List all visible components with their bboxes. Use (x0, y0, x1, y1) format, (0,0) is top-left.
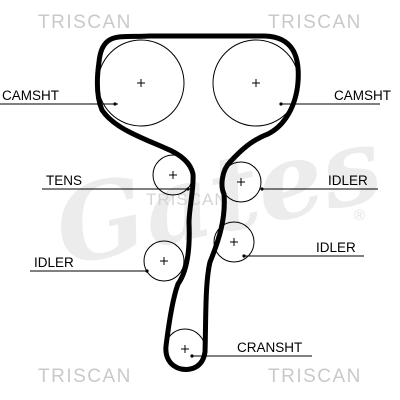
label-idler-right-lower: IDLER (316, 240, 356, 255)
watermark-top-left: TRISCAN (38, 12, 132, 33)
label-camshaft-right: CAMSHT (334, 88, 391, 103)
label-idler-right-upper: IDLER (328, 173, 368, 188)
watermark-bottom-left: TRISCAN (38, 366, 132, 387)
idler-pulley-left (143, 240, 185, 282)
watermark-center: TRISCAN (146, 190, 228, 209)
label-camshaft-left: CAMSHT (2, 88, 59, 103)
logo-registered-mark: ® (354, 207, 365, 224)
leader-lines (0, 102, 380, 358)
watermark-top-right: TRISCAN (268, 12, 362, 33)
idler-pulley-right-lower (213, 221, 255, 263)
label-tensioner: TENS (46, 173, 82, 188)
camshaft-pulley-left (97, 39, 185, 127)
label-crankshaft: CRANSHT (237, 340, 302, 355)
timing-belt (94, 33, 301, 372)
watermark-bottom-right: TRISCAN (268, 366, 362, 387)
label-idler-left: IDLER (34, 255, 74, 270)
